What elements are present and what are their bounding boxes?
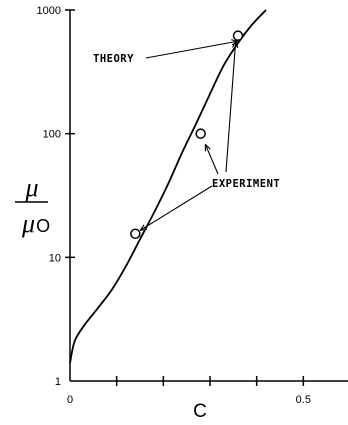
annotation-theory: THEORY bbox=[93, 53, 134, 65]
y-axis-label-denominator: μO bbox=[21, 209, 50, 238]
experiment-point-1 bbox=[195, 128, 206, 139]
annotation-experiment-arrow-1 bbox=[204, 144, 219, 175]
annotation-experiment-arrow-2-head bbox=[232, 40, 239, 48]
annotation-experiment-arrow-0-head bbox=[139, 224, 147, 231]
y-tick-label-2: 100 bbox=[43, 129, 61, 141]
y-tick-label-0: 1 bbox=[55, 376, 61, 388]
x-tick-label-0: 0 bbox=[67, 394, 73, 406]
y-tick-label-3: 1000 bbox=[37, 5, 61, 17]
experiment-point-0 bbox=[130, 228, 141, 240]
annotation-experiment: EXPERIMENT bbox=[212, 178, 280, 190]
experiment-point-2 bbox=[232, 30, 244, 41]
annotation-experiment-arrow-0 bbox=[139, 185, 213, 231]
ticks: 0 0.5 1 10 100 1000 bbox=[37, 5, 311, 406]
x-tick-label-5: 0.5 bbox=[296, 394, 311, 406]
y-tick-label-1: 10 bbox=[49, 252, 61, 264]
y-axis-label: μ μO bbox=[15, 173, 50, 238]
y-axis-label-denominator-sub: O bbox=[36, 216, 50, 236]
x-axis-label: C bbox=[193, 401, 207, 422]
axes bbox=[69, 10, 348, 382]
series-line-theory bbox=[69, 9, 267, 364]
y-axis-label-denominator-mu: μ bbox=[21, 209, 35, 238]
annotation-experiment-arrow-2 bbox=[225, 41, 237, 173]
annotation-experiment-arrow-1-head bbox=[204, 143, 211, 152]
annotation-layer: THEORY EXPERIMENT bbox=[93, 39, 280, 231]
annotation-theory-arrow bbox=[145, 40, 239, 59]
series-layer bbox=[69, 9, 267, 364]
y-axis-label-numerator: μ bbox=[24, 173, 38, 202]
